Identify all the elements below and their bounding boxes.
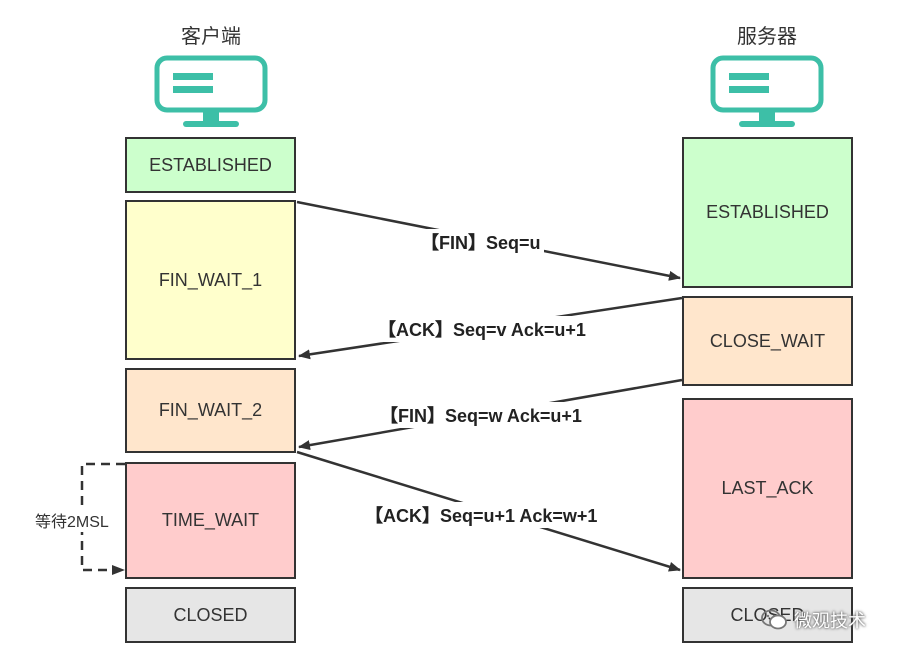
watermark-text: 微观技术	[794, 611, 866, 631]
client-computer-icon	[154, 55, 268, 127]
message-label-fin-1: 【FIN】Seq=u	[418, 229, 544, 255]
wait-2msl-label: 等待2MSL	[35, 508, 109, 532]
message-label-ack-1: 【ACK】Seq=v Ack=u+1	[375, 316, 589, 342]
client-label: 客户端	[181, 26, 241, 48]
server-state-last-ack: LAST_ACK	[682, 398, 853, 579]
server-state-close-wait: CLOSE_WAIT	[682, 296, 853, 386]
client-state-closed: CLOSED	[125, 587, 296, 643]
wechat-icon	[761, 609, 787, 630]
message-label-ack-2: 【ACK】Seq=u+1 Ack=w+1	[362, 502, 601, 528]
server-state-established: ESTABLISHED	[682, 137, 853, 288]
server-label: 服务器	[737, 26, 797, 48]
client-state-fin-wait-1: FIN_WAIT_1	[125, 200, 296, 360]
wait-bracket-arrowhead	[112, 565, 125, 575]
client-state-established: ESTABLISHED	[125, 137, 296, 193]
message-label-fin-2: 【FIN】Seq=w Ack=u+1	[377, 402, 585, 428]
server-computer-icon	[710, 55, 824, 127]
client-state-fin-wait-2: FIN_WAIT_2	[125, 368, 296, 453]
client-state-time-wait: TIME_WAIT	[125, 462, 296, 579]
watermark: 微观技术	[760, 607, 866, 633]
